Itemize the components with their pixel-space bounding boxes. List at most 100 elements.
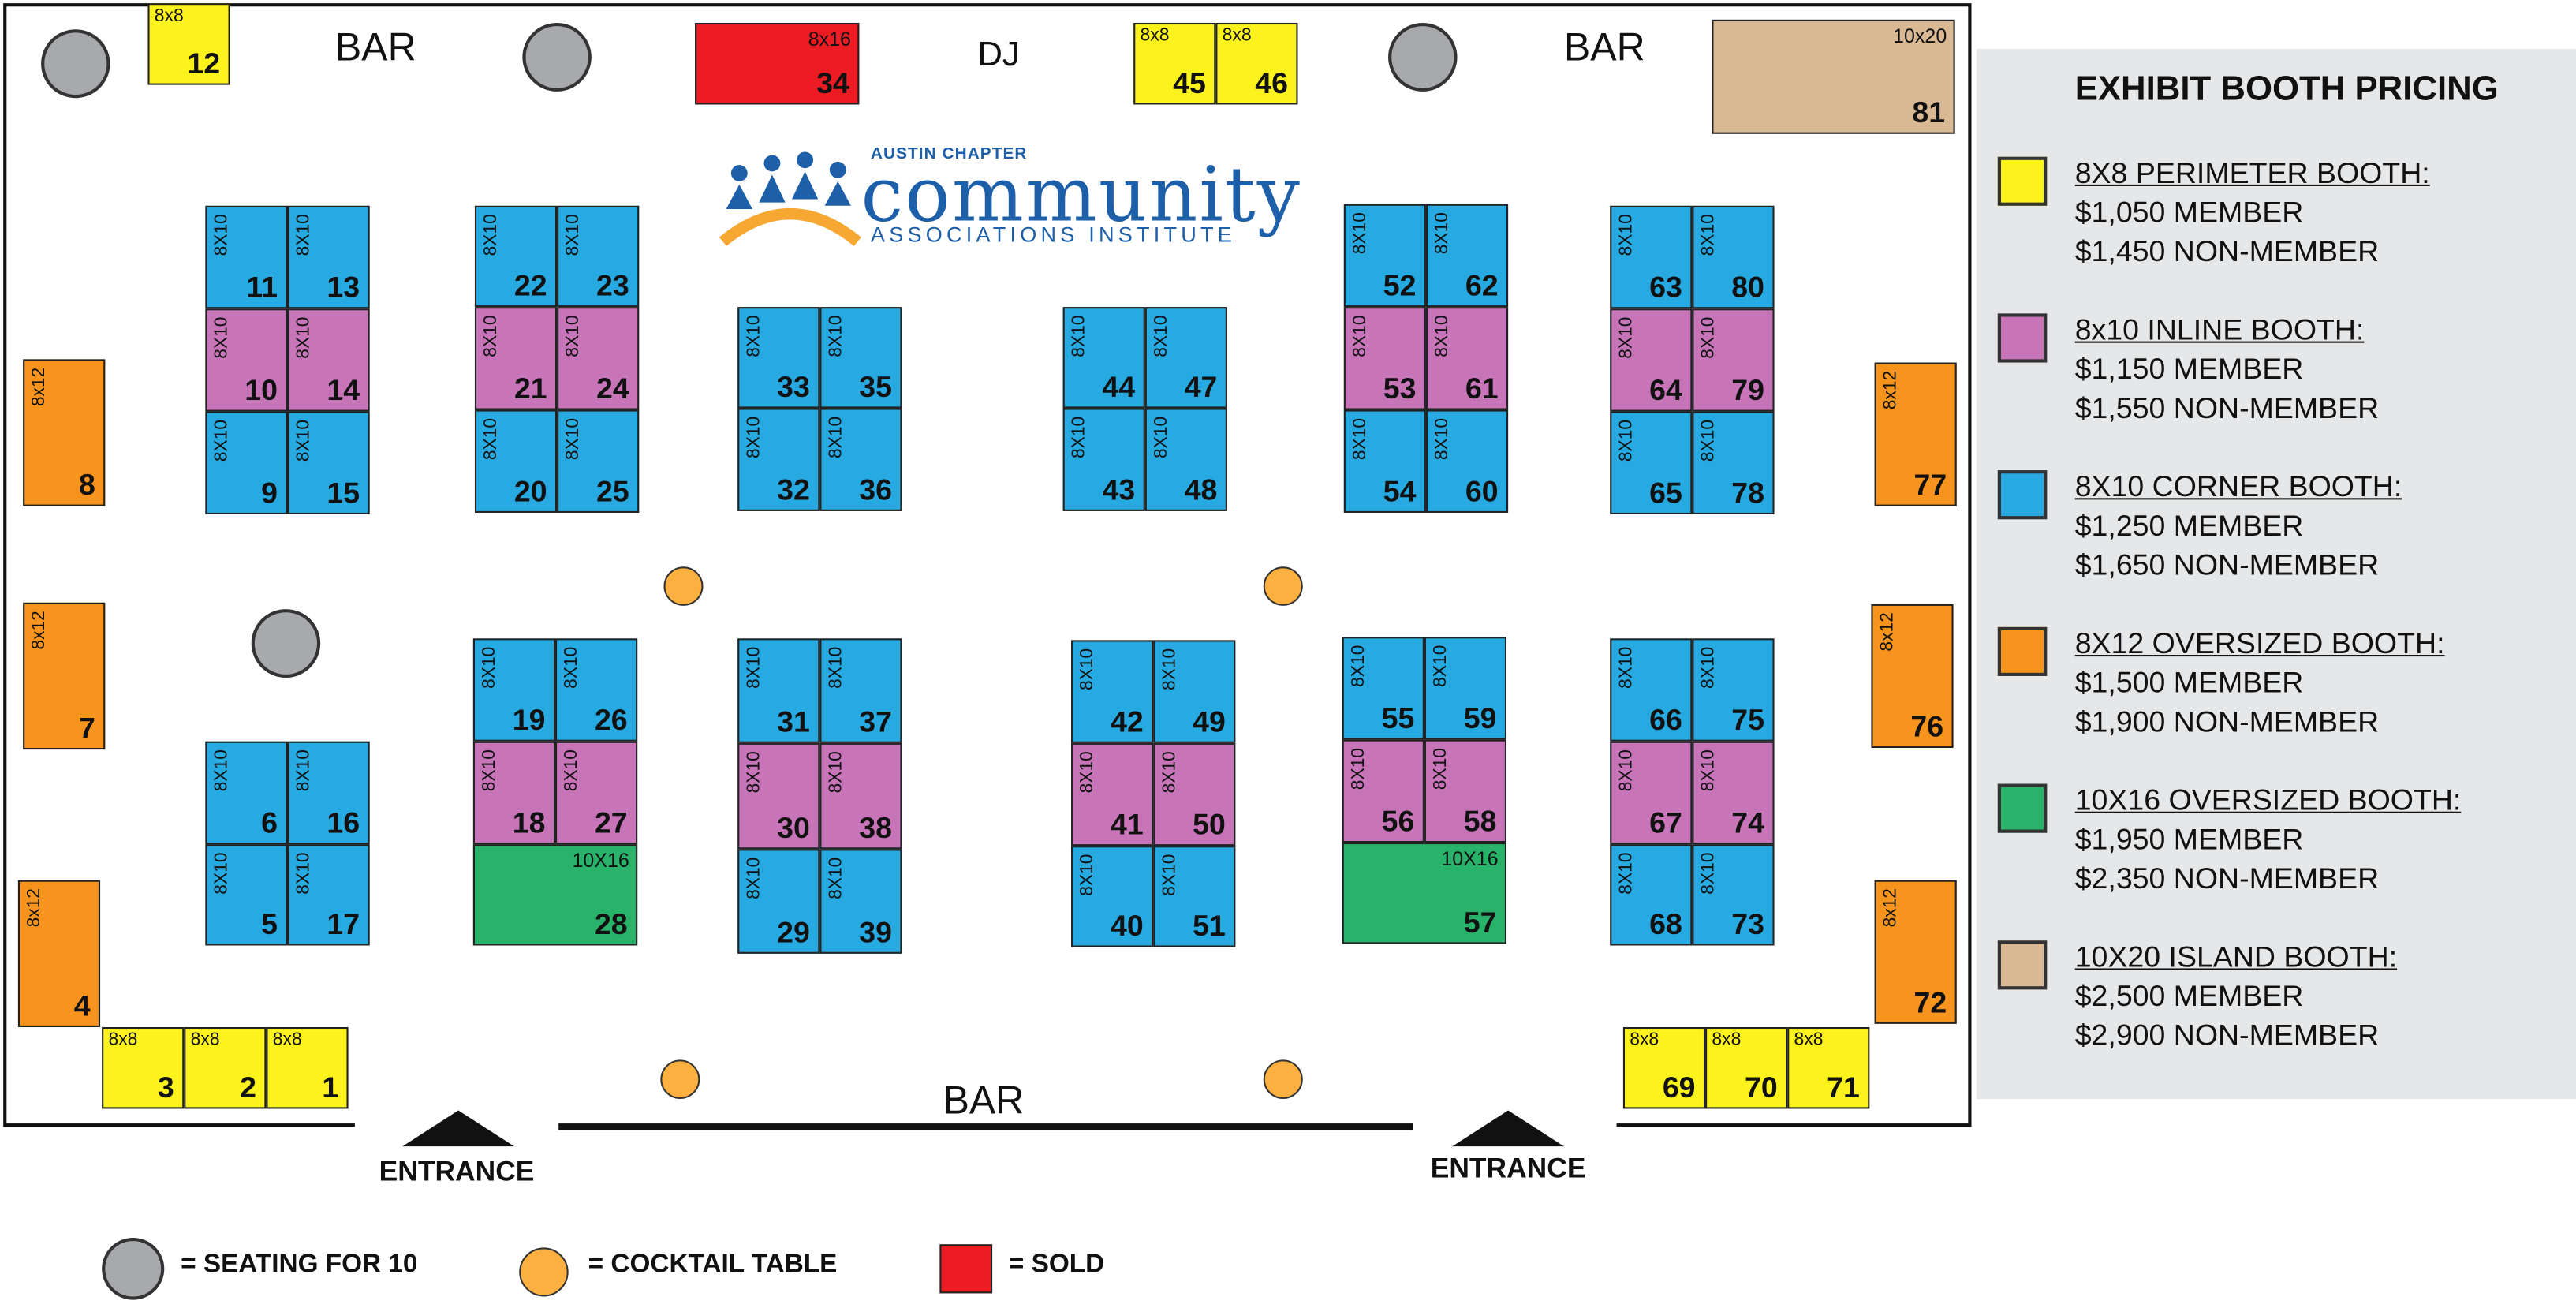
booth-number: 16 [327, 806, 360, 840]
booth-size: 8X10 [1069, 416, 1089, 459]
booth-number: 69 [1662, 1071, 1696, 1104]
booth-size: 8X10 [562, 646, 582, 689]
booth-number: 65 [1649, 476, 1682, 510]
booth-number: 43 [1102, 473, 1136, 507]
booth-number: 28 [594, 908, 628, 941]
booth-number: 3 [157, 1071, 174, 1104]
booth-size: 8X10 [1159, 854, 1180, 896]
cocktail-table [660, 1059, 700, 1100]
booth-size: 8X10 [744, 646, 764, 689]
booth-43[interactable]: 8X10 43 [1062, 408, 1145, 511]
booth-size: 8X10 [1616, 316, 1637, 359]
booth-number: 50 [1193, 809, 1226, 842]
logo-name: community [861, 150, 1301, 239]
booth-size: 8X10 [1616, 749, 1637, 792]
booth-size: 8X10 [1616, 214, 1637, 256]
cai-logo: AUSTIN CHAPTER community ASSOCIATIONS IN… [716, 140, 1308, 255]
booth-number: 33 [777, 371, 810, 404]
booth-size: 8X10 [1350, 417, 1371, 461]
